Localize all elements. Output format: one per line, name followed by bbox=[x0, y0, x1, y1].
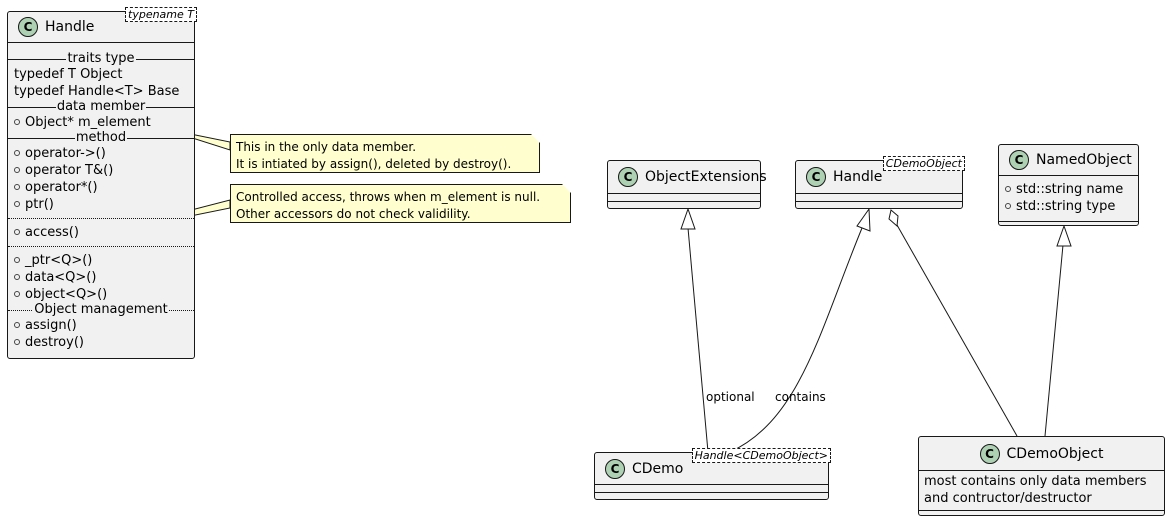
public-visibility-icon bbox=[14, 321, 20, 328]
member-typedef-base: typedef Handle<T> Base bbox=[14, 84, 180, 99]
method-arrow-operator: operator->() bbox=[8, 145, 194, 162]
handle-cdemoobject-class[interactable]: C Handle CDemoObject bbox=[795, 156, 965, 209]
class-stereotype-icon: C bbox=[618, 167, 638, 187]
inherit-arrow-namedobject bbox=[1056, 224, 1072, 247]
class-name: Handle bbox=[45, 19, 95, 35]
attributes-compartment bbox=[796, 193, 962, 201]
description-compartment: most contains only data members and cont… bbox=[919, 470, 1164, 510]
public-visibility-icon bbox=[14, 290, 20, 297]
method-destroy: destroy() bbox=[8, 334, 194, 351]
public-visibility-icon bbox=[14, 256, 20, 263]
class-name: ObjectExtensions bbox=[645, 169, 767, 185]
handle-template-class[interactable]: C Handle typename T traits type typedef … bbox=[7, 7, 197, 359]
public-visibility-icon bbox=[14, 118, 20, 125]
method-deref-operator: operator*() bbox=[8, 179, 194, 196]
edge-cdemoobject-namedobject bbox=[1044, 244, 1064, 437]
separator-traits: traits type bbox=[8, 52, 194, 66]
inherit-arrow-objectextensions bbox=[680, 207, 696, 230]
methods-compartment bbox=[595, 492, 828, 500]
attributes-compartment bbox=[595, 484, 828, 492]
methods-compartment bbox=[999, 221, 1138, 229]
class-stereotype-icon: C bbox=[605, 458, 625, 479]
class-header: C Handle typename T bbox=[8, 7, 197, 42]
method-ptr-q: _ptr<Q>() bbox=[8, 252, 194, 269]
note-line: This in the only data member. bbox=[236, 140, 417, 154]
class-stereotype-icon: C bbox=[18, 17, 38, 37]
method-object-q: object<Q>() bbox=[8, 286, 194, 303]
method-ptr: ptr() bbox=[8, 196, 194, 213]
class-stereotype-icon: C bbox=[806, 167, 826, 187]
template-parameter: typename T bbox=[125, 7, 197, 22]
class-header: C NamedObject bbox=[999, 145, 1138, 175]
attribute-type: std::string type bbox=[999, 198, 1138, 215]
cdemo-class[interactable]: C CDemo Handle<CDemoObject> bbox=[594, 448, 831, 500]
object-extensions-class[interactable]: C ObjectExtensions bbox=[607, 160, 767, 209]
inherit-arrow-handle bbox=[856, 207, 871, 232]
class-header: C CDemoObject bbox=[919, 437, 1164, 470]
public-visibility-icon bbox=[14, 273, 20, 280]
public-visibility-icon bbox=[14, 338, 20, 345]
methods-compartment bbox=[608, 201, 760, 209]
public-visibility-icon bbox=[14, 200, 20, 207]
attributes-compartment: std::string name std::string type bbox=[999, 175, 1138, 221]
class-header: C ObjectExtensions bbox=[608, 161, 767, 193]
class-header: C Handle CDemoObject bbox=[796, 156, 965, 193]
member-m-element: Object* m_element bbox=[8, 114, 194, 131]
class-stereotype-icon: C bbox=[1009, 150, 1029, 170]
methods-compartment bbox=[796, 201, 962, 209]
note-line: Controlled access, throws when m_element… bbox=[236, 190, 541, 204]
public-visibility-icon bbox=[1005, 202, 1011, 209]
member-typedef-object: typedef T Object bbox=[14, 67, 123, 82]
template-parameter: Handle<CDemoObject> bbox=[691, 448, 831, 463]
note-access: Controlled access, throws when m_element… bbox=[230, 184, 571, 223]
aggregation-diamond bbox=[888, 209, 899, 228]
edge-cdemo-handle bbox=[729, 227, 863, 453]
method-assign: assign() bbox=[8, 317, 194, 334]
separator-data: data member bbox=[8, 100, 194, 114]
description-line: most contains only data members bbox=[924, 474, 1147, 489]
dotted-divider bbox=[8, 213, 194, 219]
edge-cdemo-objectextensions bbox=[687, 227, 709, 453]
note-line: Other accessors do not check validility. bbox=[236, 207, 471, 221]
public-visibility-icon bbox=[1005, 185, 1011, 192]
class-name: CDemoObject bbox=[1006, 445, 1104, 462]
section-divider bbox=[8, 42, 194, 44]
edge-label-optional: optional bbox=[706, 390, 755, 404]
class-header: C CDemo Handle<CDemoObject> bbox=[595, 448, 831, 484]
separator-method: method bbox=[8, 131, 194, 145]
class-name: NamedObject bbox=[1036, 152, 1132, 168]
method-data-q: data<Q>() bbox=[8, 269, 194, 286]
dotted-divider bbox=[8, 241, 194, 247]
separator-object-management: Object management bbox=[8, 303, 194, 317]
note-data-member: This in the only data member. It is inti… bbox=[230, 134, 540, 173]
template-parameter: CDemoObject bbox=[882, 156, 965, 171]
method-access: access() bbox=[8, 224, 194, 241]
public-visibility-icon bbox=[14, 228, 20, 235]
edge-label-contains: contains bbox=[775, 390, 826, 404]
class-stereotype-icon: C bbox=[979, 443, 1000, 464]
cdemo-object-class[interactable]: C CDemoObject most contains only data me… bbox=[918, 436, 1165, 516]
note-line: It is intiated by assign(), deleted by d… bbox=[236, 157, 512, 171]
attribute-name: std::string name bbox=[999, 181, 1138, 198]
public-visibility-icon bbox=[14, 183, 20, 190]
public-visibility-icon bbox=[14, 149, 20, 156]
edge-handle-cdemoobject bbox=[896, 224, 1018, 437]
class-name: CDemo bbox=[632, 460, 684, 477]
named-object-class[interactable]: C NamedObject std::string name std::stri… bbox=[998, 144, 1139, 226]
class-name: Handle bbox=[833, 169, 883, 185]
methods-compartment bbox=[919, 510, 1164, 517]
description-line: and contructor/destructor bbox=[924, 491, 1092, 506]
method-ref-operator: operator T&() bbox=[8, 162, 194, 179]
attributes-compartment bbox=[608, 193, 760, 201]
public-visibility-icon bbox=[14, 166, 20, 173]
